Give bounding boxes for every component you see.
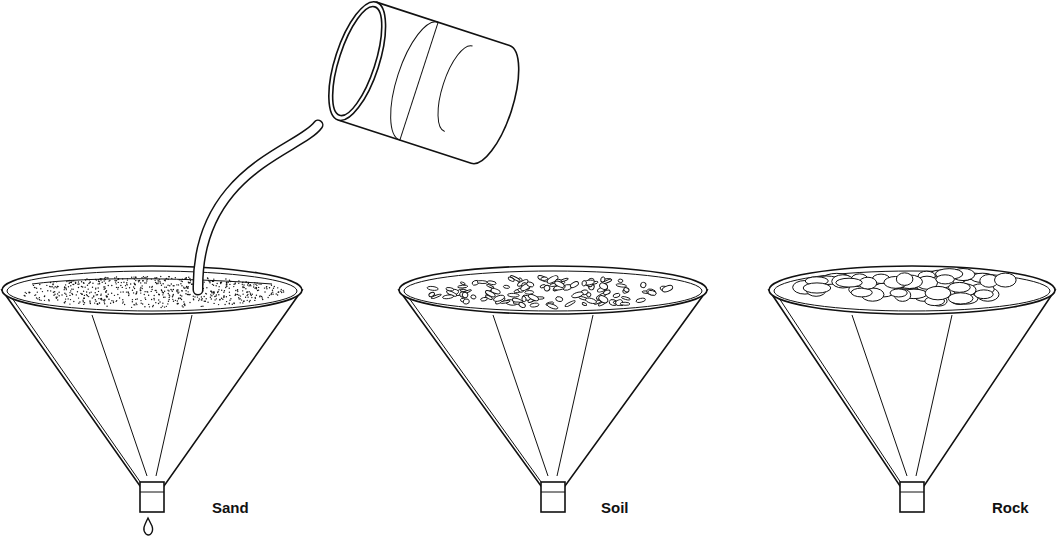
material-label: Rock [992,500,1029,515]
funnel [399,266,707,512]
funnel-material [427,274,674,310]
water-stream-fill [198,125,318,290]
funnel [769,266,1055,512]
water-drop [144,518,153,535]
material-label: Sand [212,500,249,515]
water-stream [198,125,318,290]
funnel-material [24,276,285,308]
funnels [2,266,1055,512]
funnel-material [793,269,1016,307]
material-label: Soil [601,500,629,515]
beaker [198,0,530,290]
funnel [2,266,302,512]
beaker-body [317,0,530,170]
